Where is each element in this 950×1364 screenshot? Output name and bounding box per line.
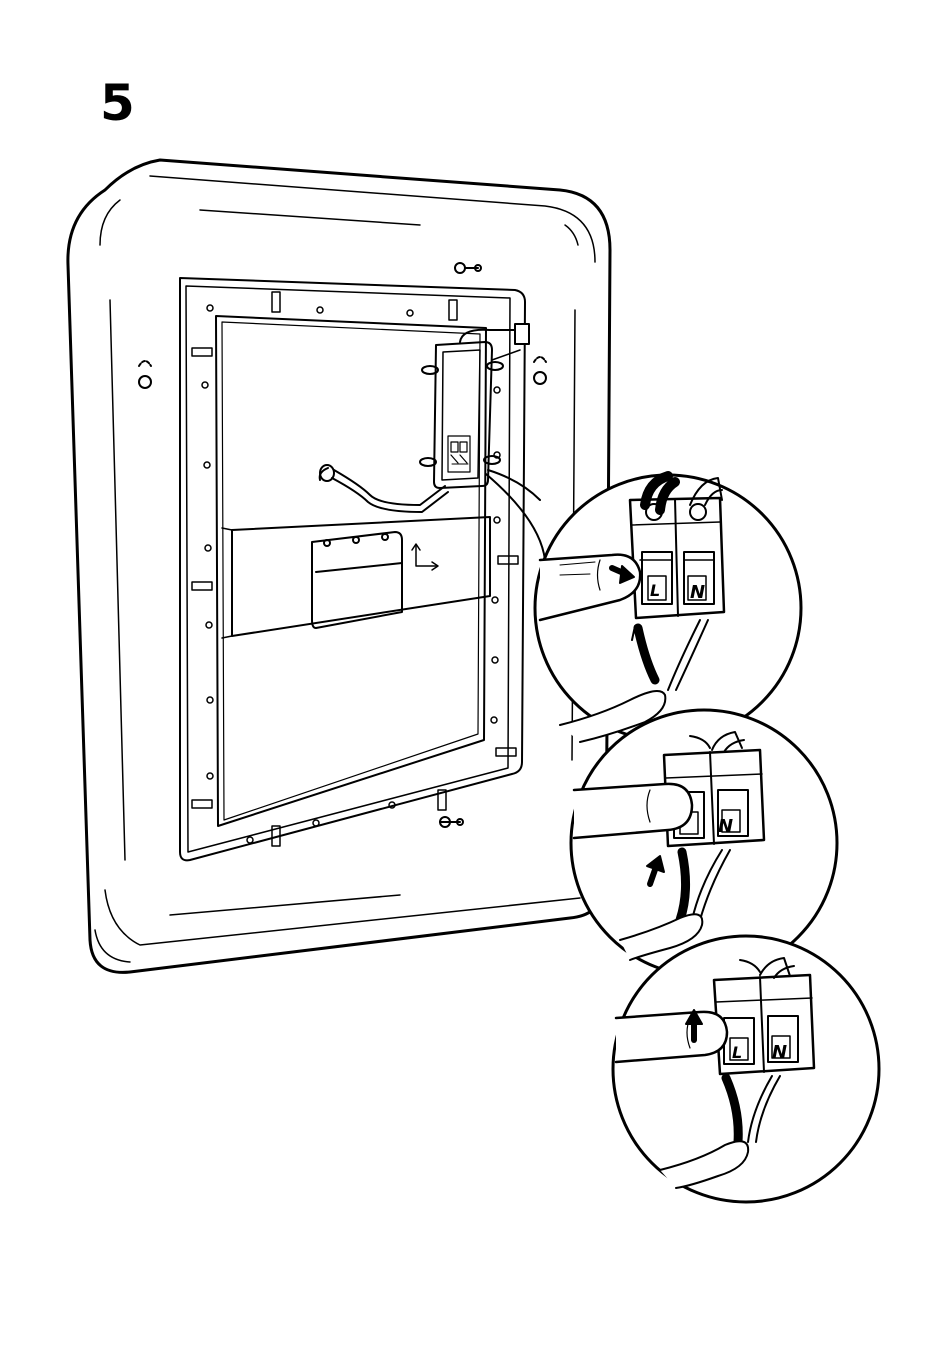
mains-cable <box>320 465 448 512</box>
terminal-label-n-2: N <box>718 816 733 837</box>
frame-clips <box>192 292 518 846</box>
wall-bracket <box>312 532 402 628</box>
terminal-label-l-3: L <box>732 1043 742 1062</box>
terminal-label-l: L <box>650 581 660 600</box>
callout-pointer <box>486 470 545 560</box>
direction-arrow-icon <box>412 544 438 570</box>
terminal-label-n-3: N <box>772 1042 787 1063</box>
terminal-block-small <box>448 436 470 472</box>
mirror-panel <box>68 160 610 972</box>
zoom-detail-press-lever: L N <box>535 475 801 742</box>
keyhole-hanger-top <box>455 263 481 273</box>
terminal-label-n: N <box>690 582 705 603</box>
keyhole-hanger-left <box>139 361 151 388</box>
zoom-detail-release-lever: L N <box>613 936 879 1202</box>
zoom-detail-insert-wire: N <box>571 710 837 976</box>
keyhole-hanger-right <box>534 357 546 384</box>
keyhole-hanger-bottom <box>440 817 463 827</box>
frame-screw-holes <box>202 305 500 843</box>
junction-box <box>420 324 529 488</box>
